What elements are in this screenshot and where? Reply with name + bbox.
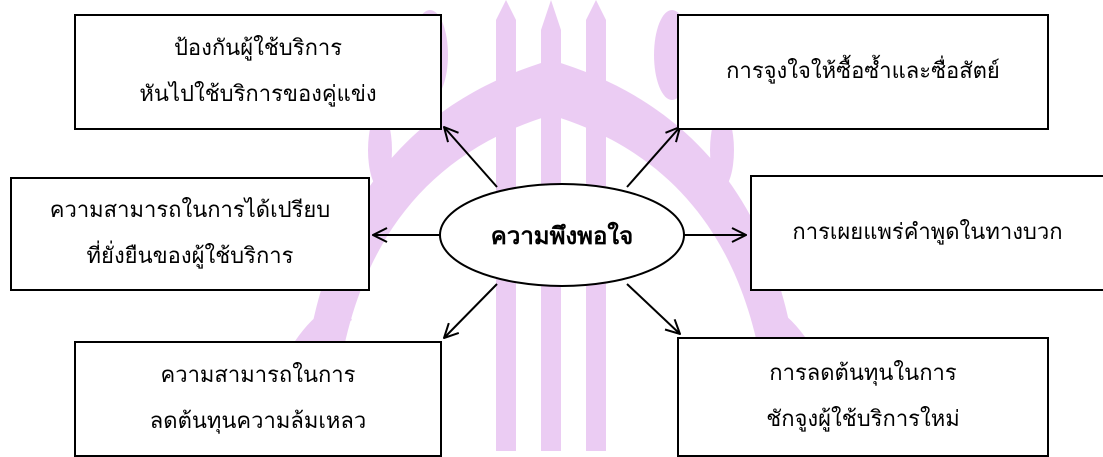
center-label: ความพึงพอใจ (490, 221, 634, 250)
arrow-to-bottom-left (444, 283, 498, 338)
node-top-left-line-2: หันไปใช้บริการของคู่แข่ง (139, 82, 377, 107)
node-bottom-right-line-2: ชักจูงผู้ใช้บริการใหม่ (766, 407, 960, 432)
node-bottom-right: การลดต้นทุนในการ ชักจูงผู้ใช้บริการใหม่ (677, 337, 1049, 457)
arrow-to-bottom-right (626, 283, 680, 334)
node-middle-left-line-2: ที่ยั่งยืนของผู้ใช้บริการ (86, 244, 294, 269)
node-middle-left: ความสามารถในการได้เปรียบ ที่ยั่งยืนของผู… (10, 177, 370, 291)
node-bottom-right-line-1: การลดต้นทุนในการ (769, 361, 957, 386)
node-middle-right-line-1: การเผยแพร่คำพูดในทางบวก (792, 220, 1063, 245)
node-top-left-line-1: ป้องกันผู้ใช้บริการ (173, 36, 343, 61)
center-ellipse (439, 183, 685, 287)
node-bottom-left-line-2: ลดต้นทุนความล้มเหลว (149, 409, 367, 434)
node-top-right: การจูงใจให้ซื้อซ้ำและซื่อสัตย์ (677, 14, 1049, 130)
node-top-left: ป้องกันผู้ใช้บริการ หันไปใช้บริการของคู่… (74, 14, 442, 130)
node-bottom-left: ความสามารถในการ ลดต้นทุนความล้มเหลว (74, 341, 442, 457)
arrow-to-top-right (626, 127, 680, 188)
node-top-right-line-1: การจูงใจให้ซื้อซ้ำและซื่อสัตย์ (726, 59, 1000, 84)
node-middle-left-line-1: ความสามารถในการได้เปรียบ (49, 198, 331, 223)
node-bottom-left-line-1: ความสามารถในการ (160, 363, 356, 388)
arrow-to-top-left (444, 127, 498, 188)
node-middle-right: การเผยแพร่คำพูดในทางบวก (750, 175, 1103, 291)
